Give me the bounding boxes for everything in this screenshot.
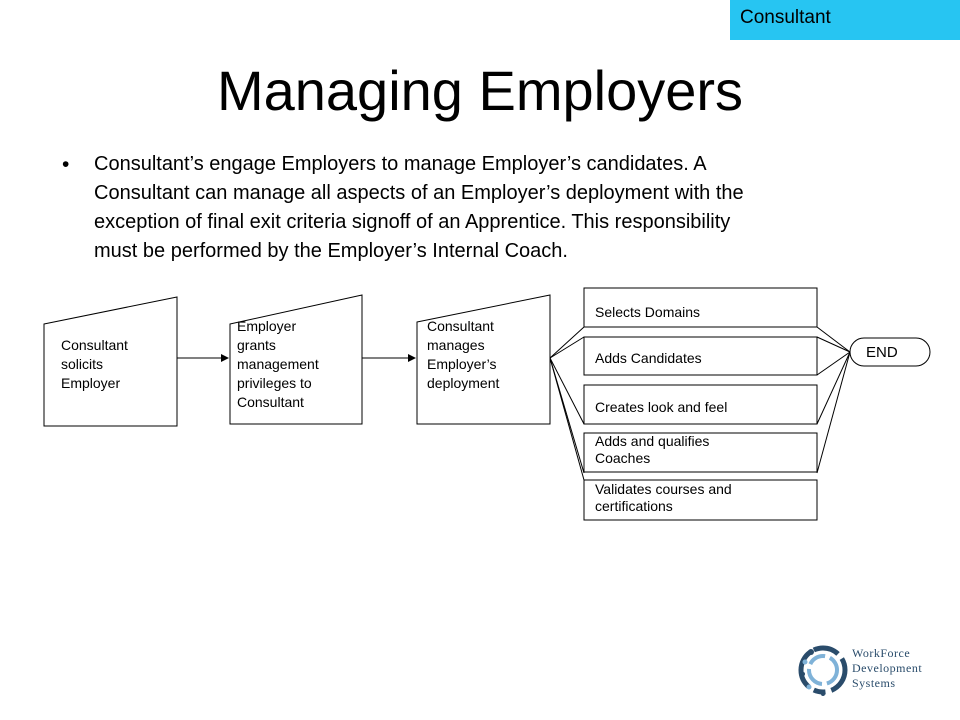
task-label-2: Adds Candidates bbox=[595, 350, 702, 366]
step2-label: Employer grants management privileges to… bbox=[237, 318, 319, 410]
task-label-5: Validates courses and certifications bbox=[595, 481, 732, 514]
logo-line-1: WorkForce bbox=[852, 646, 911, 660]
task-label-3: Creates look and feel bbox=[595, 399, 728, 415]
step3-shape bbox=[416, 294, 551, 425]
fan-right-lines bbox=[816, 326, 851, 474]
step2-shape bbox=[229, 294, 363, 425]
task-label-1: Selects Domains bbox=[595, 304, 701, 320]
logo-line-2: Development bbox=[852, 661, 923, 675]
task-box-1 bbox=[583, 287, 818, 328]
logo-line-3: Systems bbox=[852, 676, 896, 690]
page-title: Managing Employers bbox=[216, 59, 744, 122]
end-shape bbox=[849, 337, 931, 367]
task-label-4: Adds and qualifies Coaches bbox=[595, 433, 710, 466]
fan-left-lines bbox=[549, 326, 585, 481]
consultant-tag: Consultant bbox=[730, 0, 960, 40]
bullet-text: Consultant’s engage Employers to manage … bbox=[94, 153, 744, 262]
step1-shape bbox=[43, 296, 178, 427]
step3-label: Consultant manages Employer’s deployment bbox=[427, 318, 500, 391]
task-box-2 bbox=[583, 336, 818, 376]
logo-text: WorkForce Development Systems bbox=[852, 646, 922, 691]
task-box-3 bbox=[583, 384, 818, 425]
wds-logo-icon bbox=[798, 645, 848, 696]
bullet-marker: • bbox=[62, 153, 70, 176]
end-label: END bbox=[866, 344, 898, 361]
step1-label: Consultant solicits Employer bbox=[61, 337, 128, 391]
task-box-4 bbox=[583, 432, 818, 473]
task-box-5 bbox=[583, 479, 818, 521]
